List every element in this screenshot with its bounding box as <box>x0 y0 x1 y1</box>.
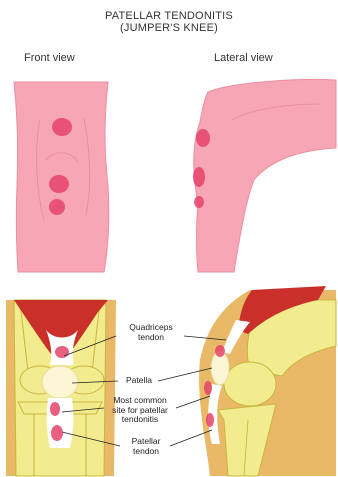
quadriceps-tendon-label: Quadriceps tendon <box>114 323 188 342</box>
patella-label-text: Patella <box>118 376 160 386</box>
front-lower-inflammation-spot <box>49 199 65 215</box>
lateral-anatomy-lower-inflammation <box>206 413 214 427</box>
front-middle-inflammation-spot <box>49 175 69 193</box>
front-anatomy-illustration <box>6 300 116 476</box>
patellar-tendon-label-line2: tendon <box>118 447 174 457</box>
common-site-label-line3: tendonitis <box>100 415 180 425</box>
lateral-middle-inflammation-spot <box>193 167 205 187</box>
patella-label: Patella <box>118 376 160 386</box>
quadriceps-label-line2: tendon <box>114 333 188 343</box>
lateral-lower-inflammation-spot <box>194 196 204 208</box>
lateral-anatomy-illustration <box>199 286 336 476</box>
front-anatomy-lower-inflammation <box>51 425 63 441</box>
lateral-upper-inflammation-spot <box>196 129 210 147</box>
most-common-site-label: Most common site for patellar tendonitis <box>100 396 180 425</box>
front-upper-inflammation-spot <box>52 118 72 136</box>
front-anatomy-upper-inflammation <box>55 346 69 358</box>
lateral-anatomy-middle-inflammation <box>204 381 212 395</box>
patellar-tendon-label: Patellar tendon <box>118 437 174 456</box>
lateral-view-skin-illustration <box>193 80 336 273</box>
lateral-anatomy-upper-inflammation <box>215 345 225 357</box>
front-anatomy-middle-inflammation <box>50 402 60 416</box>
front-view-skin-illustration <box>14 82 109 272</box>
